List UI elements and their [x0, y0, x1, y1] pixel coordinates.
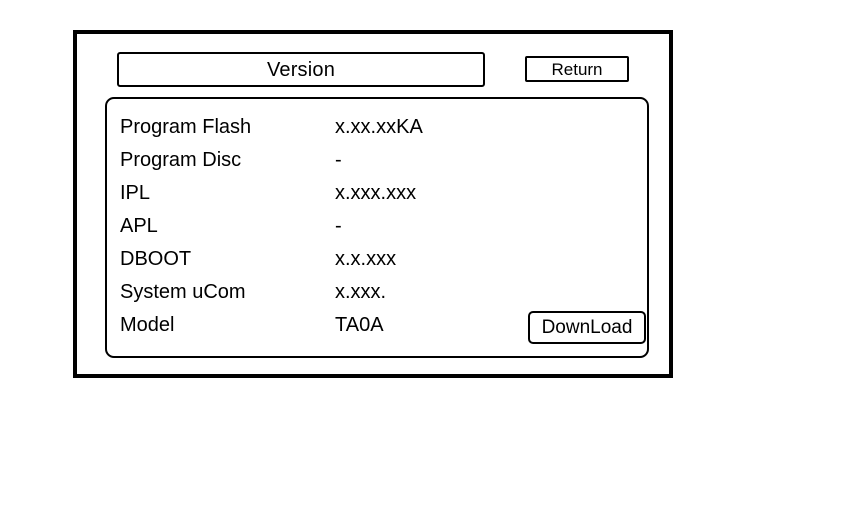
table-row: IPL x.xxx.xxx	[120, 177, 620, 210]
version-info-panel: Program Flash x.xx.xxKA Program Disc - I…	[105, 97, 649, 358]
return-button-label: Return	[551, 59, 603, 79]
title-bar: Version Return	[77, 34, 669, 90]
row-value: -	[335, 149, 342, 171]
row-value: x.xxx.xxx	[335, 182, 417, 204]
row-value: x.xx.xxKA	[335, 116, 423, 138]
table-row: System uCom x.xxx.	[120, 276, 620, 309]
row-value: x.xxx.	[335, 281, 387, 303]
table-row: DBOOT x.x.xxx	[120, 243, 620, 276]
table-row: Model TA0A	[120, 309, 620, 342]
row-value: x.x.xxx	[335, 248, 397, 270]
download-button[interactable]: DownLoad	[528, 311, 646, 344]
table-row: Program Flash x.xx.xxKA	[120, 111, 620, 144]
page-title: Version	[266, 58, 336, 81]
row-label: Program Flash	[120, 116, 252, 138]
table-row: APL -	[120, 210, 620, 243]
row-label: IPL	[120, 182, 151, 204]
row-label: DBOOT	[120, 248, 192, 270]
row-label: Program Disc	[120, 149, 242, 171]
row-value: TA0A	[335, 314, 384, 336]
row-label: Model	[120, 314, 175, 336]
version-title-box: Version	[117, 52, 485, 87]
download-button-label: DownLoad	[541, 317, 633, 338]
row-label: APL	[120, 215, 158, 237]
return-button[interactable]: Return	[525, 56, 629, 82]
row-label: System uCom	[120, 281, 246, 303]
table-row: Program Disc -	[120, 144, 620, 177]
device-frame: Version Return Program Flash x.xx.xxKA P…	[73, 30, 673, 378]
row-value: -	[335, 215, 342, 237]
version-table: Program Flash x.xx.xxKA Program Disc - I…	[120, 111, 620, 342]
